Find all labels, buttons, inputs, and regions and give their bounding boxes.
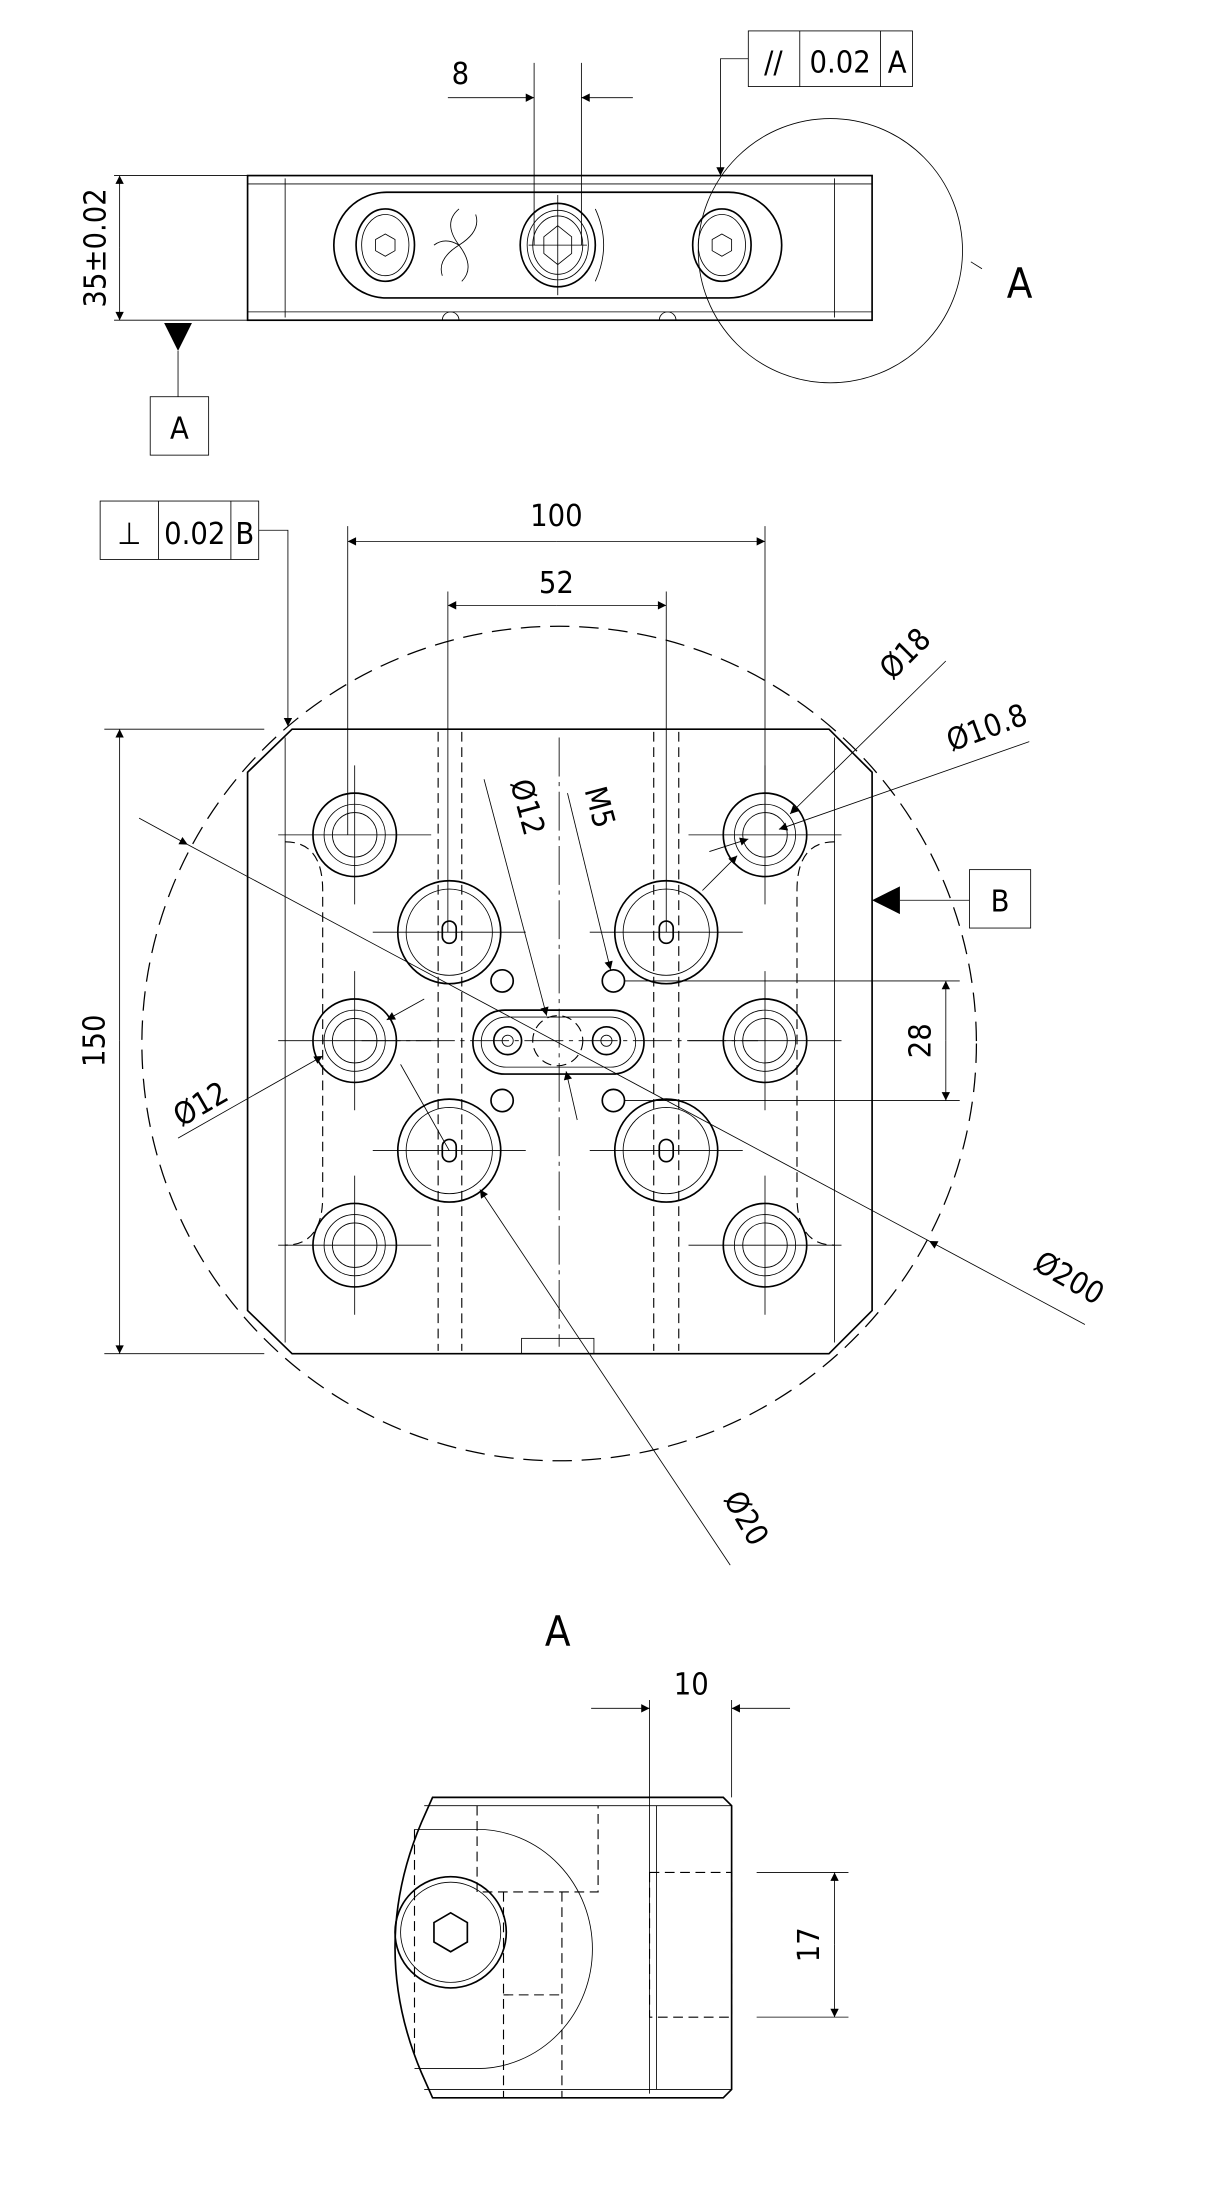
screw-icon (691, 208, 752, 283)
dim-10: 10 (674, 1667, 709, 1702)
top-view: 8 35±0.02 A // 0.02 A A (79, 30, 1033, 456)
dim-150: 150 (77, 1014, 112, 1067)
dia-10-8-label: Ø10.8 (942, 698, 1032, 759)
dim-28: 28 (904, 1023, 939, 1058)
detail-title: A (545, 1607, 571, 1656)
datum-ref: A (888, 46, 907, 81)
counterbore-holes (372, 879, 743, 1203)
screw-icon (519, 195, 604, 296)
dim-100: 100 (530, 499, 583, 534)
dia-18-label: Ø18 (873, 622, 938, 687)
dim-slot-width: 8 (452, 57, 470, 92)
tolerance-value: 0.02 (164, 517, 225, 552)
clamp-slot (332, 191, 783, 299)
screw-icon (355, 208, 416, 283)
dim-height: 35±0.02 (79, 188, 114, 307)
fcf-perpendicularity: ⊥ 0.02 B (99, 500, 293, 727)
detail-circle (697, 118, 963, 384)
dia-12-center-label: Ø12 (502, 775, 550, 839)
mounting-holes (278, 765, 842, 1315)
datum-triangle-icon (872, 886, 900, 915)
parallelism-symbol: // (764, 46, 783, 81)
tolerance-value: 0.02 (809, 46, 870, 81)
bolt-circle (141, 625, 978, 1462)
datum-a-label: A (170, 411, 189, 446)
datum-b-label: B (991, 884, 1010, 919)
dim-17: 17 (792, 1927, 827, 1962)
datum-ref: B (235, 517, 254, 552)
plan-view: ⊥ 0.02 B B 100 52 150 28 (77, 499, 1110, 1566)
datum-triangle-icon (164, 323, 192, 351)
swirl-logo-icon (433, 208, 478, 282)
dia-20-label: Ø20 (716, 1485, 775, 1552)
detail-label: A (1007, 259, 1033, 308)
perpendicularity-symbol: ⊥ (117, 517, 141, 552)
dia-200-label: Ø200 (1028, 1245, 1110, 1312)
detail-view: A 10 17 (394, 1607, 849, 2099)
center-slot (472, 1009, 645, 1075)
m5-thread-label: M5 (577, 783, 621, 832)
fcf-parallelism: // 0.02 A (716, 30, 913, 176)
hex-socket-icon (433, 1911, 469, 1953)
dim-52: 52 (539, 566, 574, 601)
